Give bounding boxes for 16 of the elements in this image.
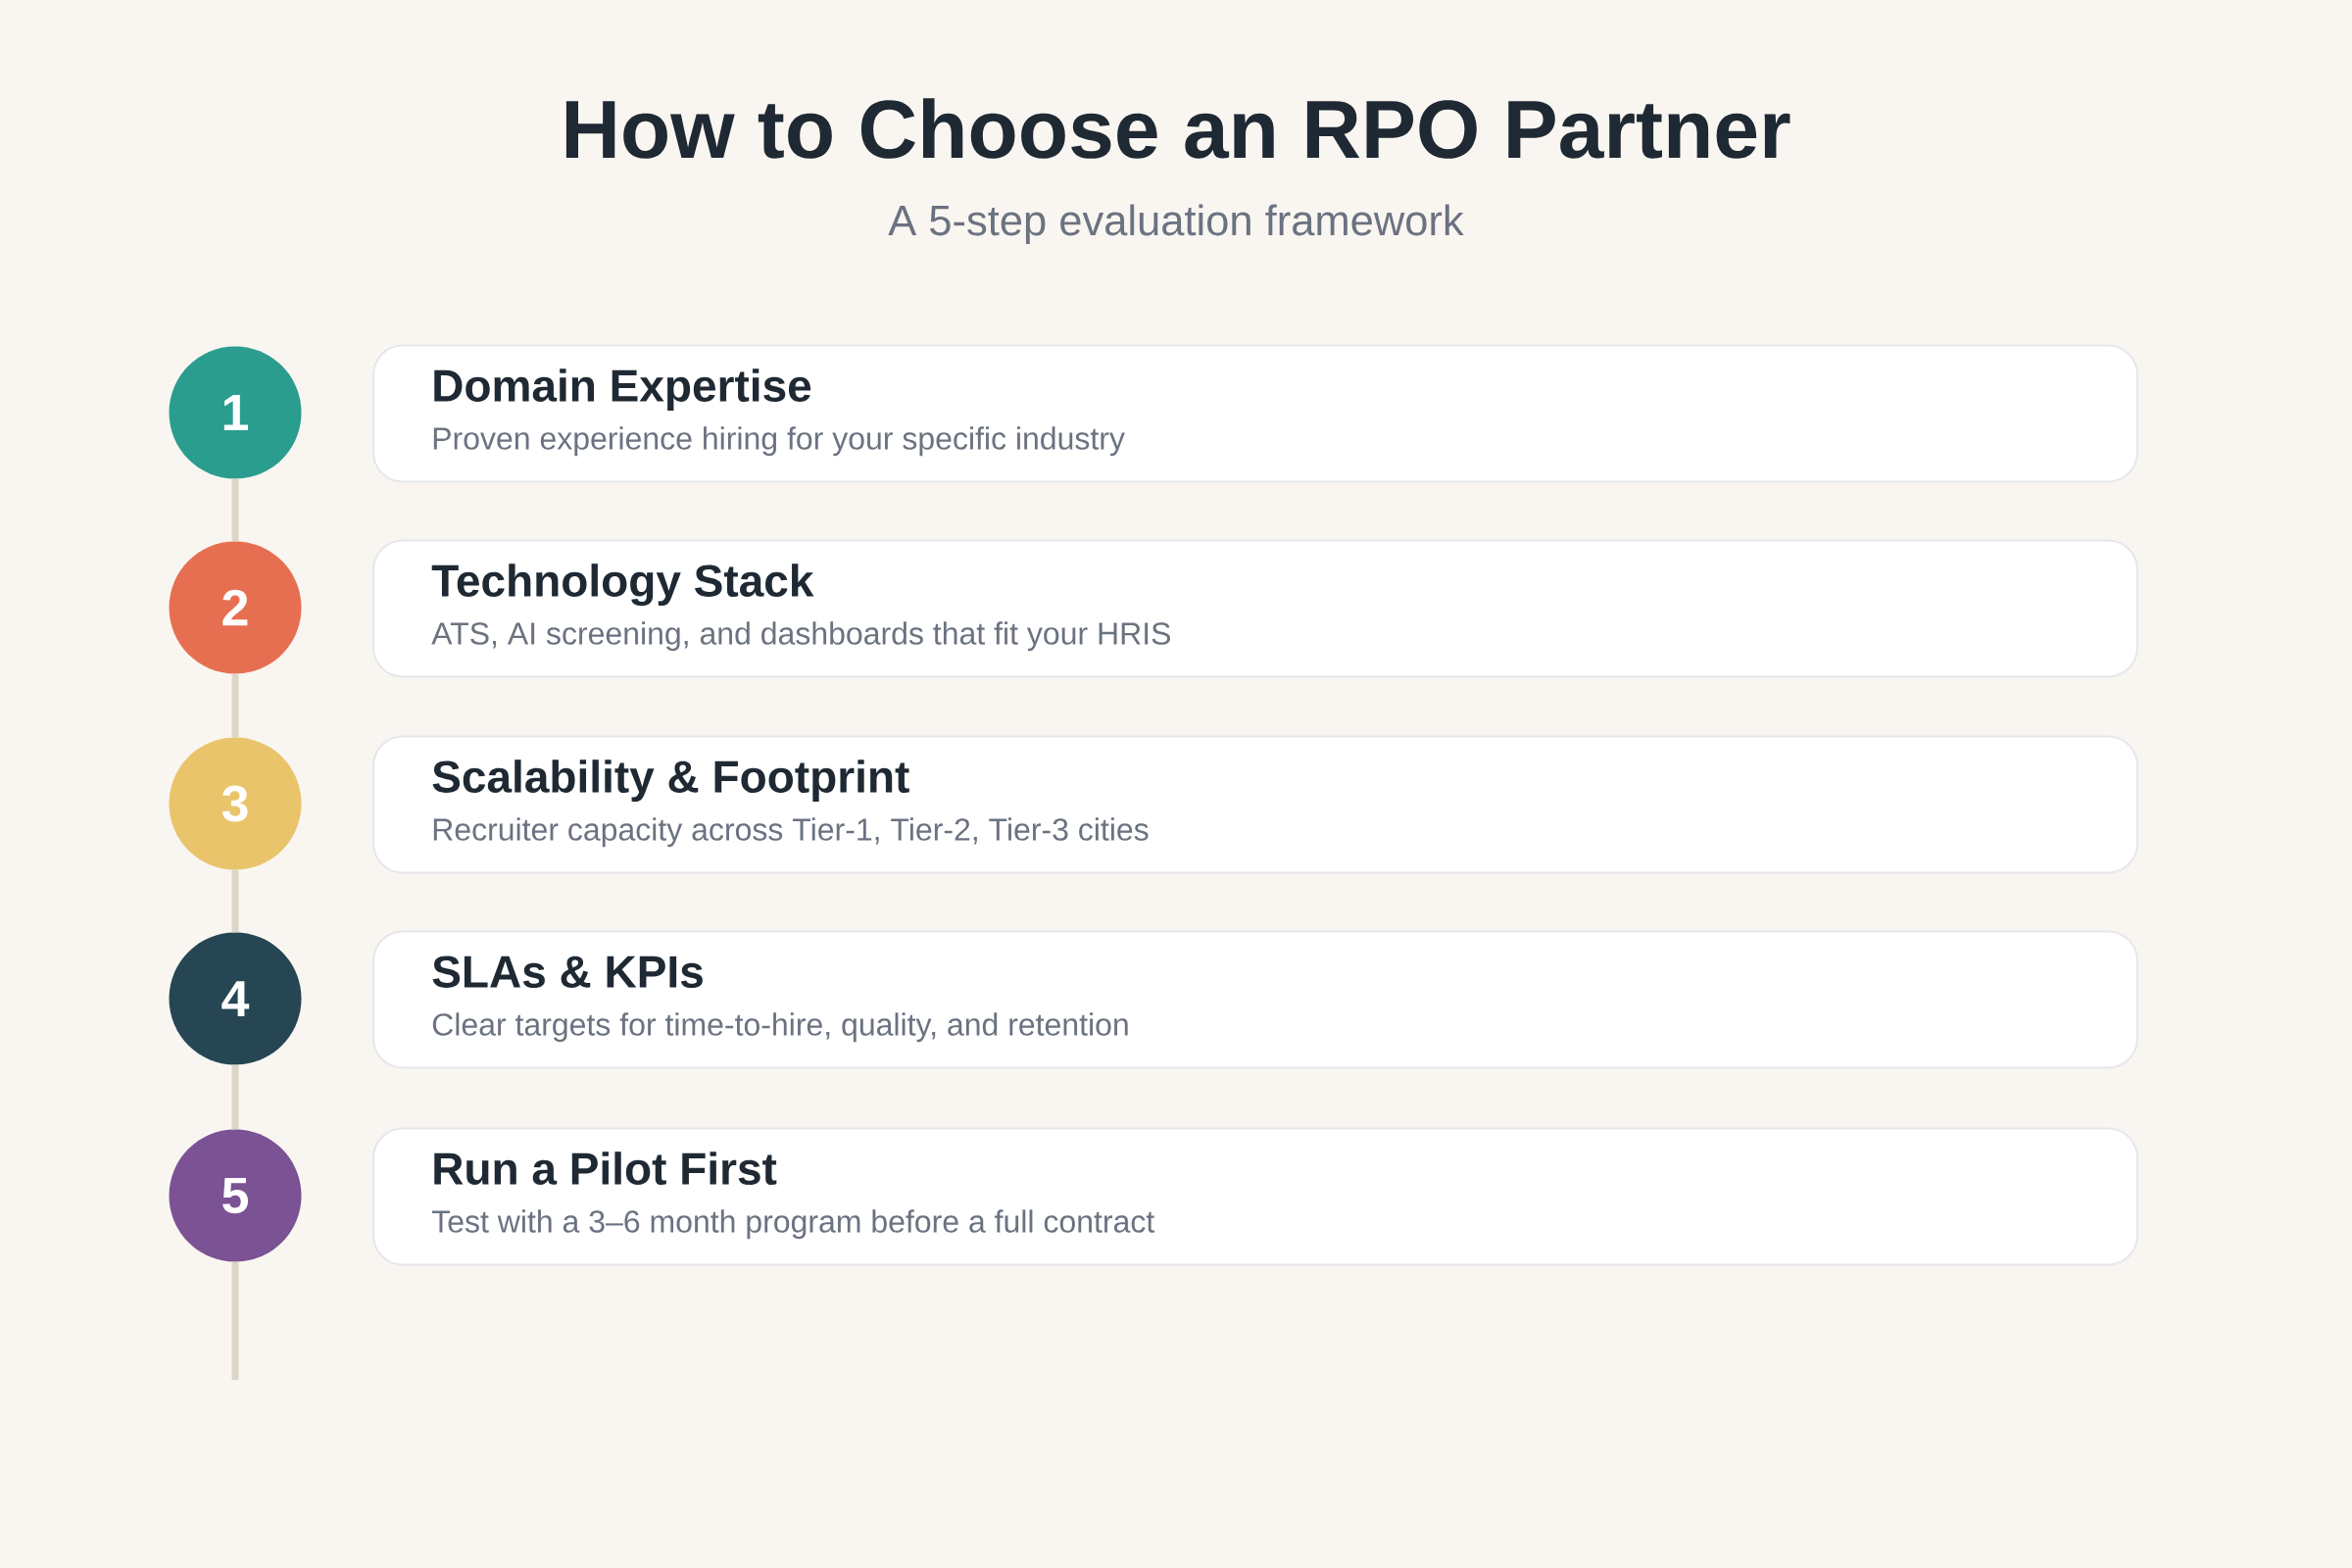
title: How to Choose an RPO Partner bbox=[565, 98, 1790, 159]
card-heading: Run a Pilot First bbox=[434, 1152, 777, 1185]
card-description: Recruiter capacity across Tier-1, Tier-2, Tier-3 cities bbox=[433, 817, 1149, 848]
card-description: Clear targets for time-to-hire, quality, and retention bbox=[432, 1012, 1128, 1043]
card-heading: Scalability & Footprint bbox=[432, 760, 909, 803]
timeline-line bbox=[231, 1064, 239, 1130]
card-heading: Technology Stack bbox=[431, 564, 814, 607]
card-description: Test with a 3–6 month program before a full contract bbox=[431, 1209, 1154, 1240]
card-description: ATS, AI screening, and dashboards that fit your HRIS bbox=[431, 621, 1170, 652]
card-heading: SLAs & KPIs bbox=[432, 956, 703, 988]
timeline-line bbox=[231, 673, 239, 738]
card-description: Proven experience hiring for your specific industry bbox=[433, 426, 1125, 457]
timeline-line bbox=[231, 478, 239, 542]
subtitle: A 5-step evaluation framework bbox=[888, 204, 1464, 245]
timeline-line bbox=[231, 869, 239, 933]
card-heading: Domain Expertise bbox=[434, 368, 811, 412]
